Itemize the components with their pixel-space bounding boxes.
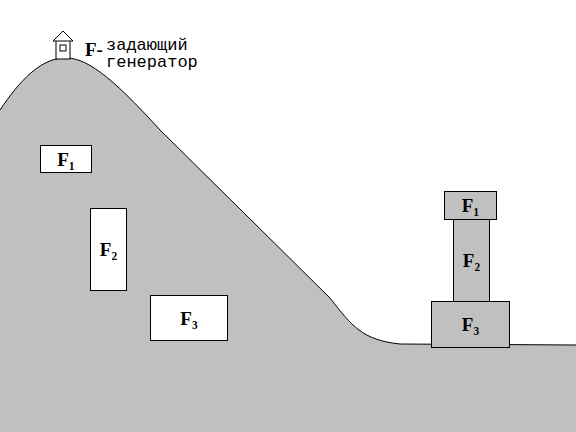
block-box: F₂ [453,219,490,302]
block-label: F₁ [57,150,74,169]
generator-house [53,31,73,59]
block-label: F₂ [100,240,117,259]
block-box: F₁ [40,145,92,173]
hill-shape [0,58,576,432]
block-label: F₃ [462,315,479,334]
block-label: F₃ [180,309,197,328]
house-window [60,45,66,51]
block-box: F₁ [444,191,497,220]
block-label: F₂ [463,251,480,270]
block-label: F₁ [462,196,479,215]
block-box: F₂ [90,208,127,291]
house-roof [53,31,73,41]
block-box: F₃ [150,295,228,341]
block-box: F₃ [431,301,510,348]
house-wall [56,40,70,59]
generator-caption: задающий генератор [106,37,218,71]
generator-symbol: F- [85,39,103,61]
